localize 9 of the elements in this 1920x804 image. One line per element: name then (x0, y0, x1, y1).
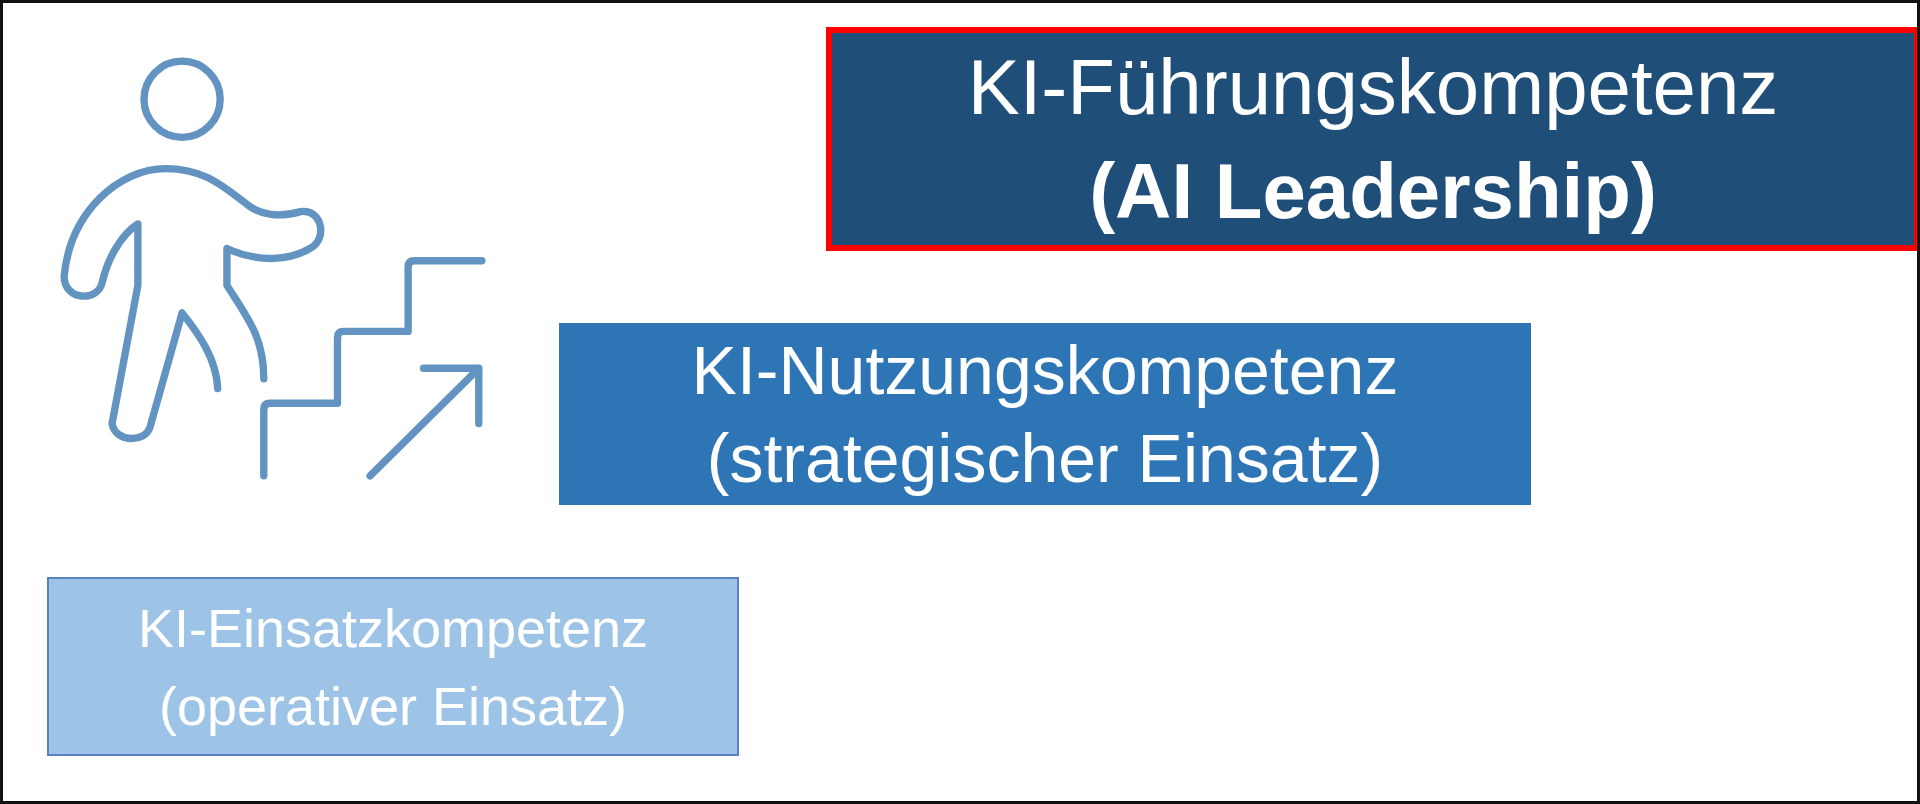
level-box (826, 27, 1917, 251)
level-title: KI-Nutzungskompetenz (691, 331, 1399, 410)
level-title: KI-Einsatzkompetenz (137, 596, 649, 660)
level-box (559, 323, 1531, 505)
level-subtitle: (AI Leadership) (1089, 146, 1657, 237)
level-subtitle: (strategischer Einsatz) (706, 419, 1384, 498)
level-title: KI-Führungskompetenz (967, 42, 1779, 133)
level-subtitle: (operativer Einsatz) (158, 674, 628, 738)
level-box (47, 577, 739, 756)
